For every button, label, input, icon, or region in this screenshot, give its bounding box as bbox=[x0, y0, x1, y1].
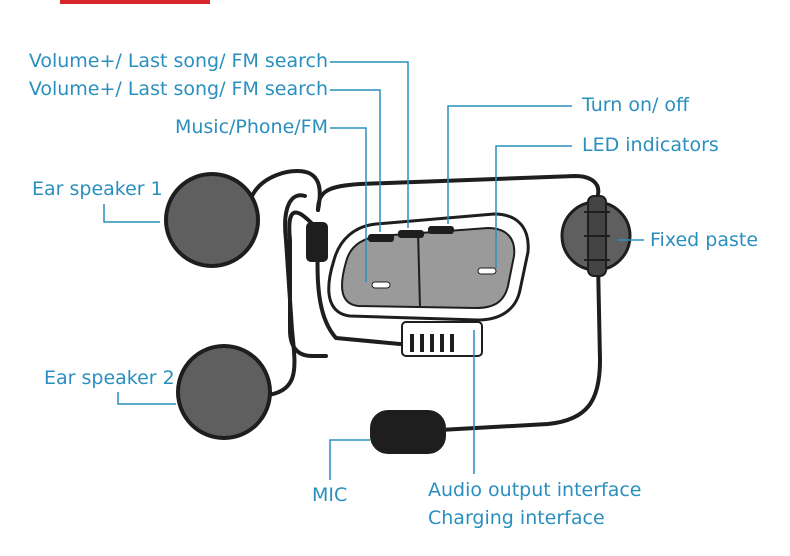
leader-music bbox=[330, 127, 367, 282]
face-button bbox=[371, 281, 391, 289]
label-mic: MIC bbox=[312, 484, 348, 506]
label-fixed-paste: Fixed paste bbox=[650, 229, 759, 251]
label-charging: Charging interface bbox=[428, 507, 605, 529]
top-button-3 bbox=[428, 226, 454, 234]
cable-mid-loop bbox=[287, 210, 328, 358]
cable-connector bbox=[306, 222, 328, 262]
cable-top-loop bbox=[316, 174, 601, 212]
label-volume-plus-2: Volume+/ Last song/ FM search bbox=[28, 78, 328, 100]
main-unit bbox=[327, 212, 530, 357]
label-ear-speaker-1: Ear speaker 1 bbox=[32, 178, 163, 200]
leader-ear-2 bbox=[117, 392, 176, 405]
brand-logo-fragment bbox=[60, 0, 210, 4]
leader-led bbox=[495, 145, 572, 268]
label-music-phone-fm: Music/Phone/FM bbox=[174, 116, 328, 138]
fixed-paste-pad bbox=[560, 195, 632, 277]
label-led-indicators: LED indicators bbox=[582, 134, 719, 156]
cable-ear-speaker-2 bbox=[260, 193, 307, 398]
label-audio-output: Audio output interface bbox=[428, 479, 642, 501]
microphone-icon bbox=[370, 410, 446, 454]
label-volume-plus-1: Volume+/ Last song/ FM search bbox=[28, 50, 328, 72]
led-indicator bbox=[477, 267, 497, 275]
label-ear-speaker-2: Ear speaker 2 bbox=[44, 367, 175, 389]
leader-volume-2 bbox=[330, 89, 381, 232]
leader-lines bbox=[103, 61, 644, 480]
leader-ear-1 bbox=[103, 204, 160, 223]
label-turn-on-off: Turn on/ off bbox=[582, 94, 690, 116]
ear-speaker-1-icon bbox=[164, 172, 260, 268]
leader-mic bbox=[329, 439, 370, 480]
cable-ear-speaker-1 bbox=[250, 169, 322, 212]
mic-boom bbox=[438, 260, 602, 432]
leader-volume-1 bbox=[330, 61, 409, 228]
top-button-2 bbox=[398, 230, 424, 238]
top-button-1 bbox=[368, 234, 394, 242]
ear-speaker-2-icon bbox=[176, 344, 272, 440]
leader-turn-on bbox=[447, 105, 572, 224]
